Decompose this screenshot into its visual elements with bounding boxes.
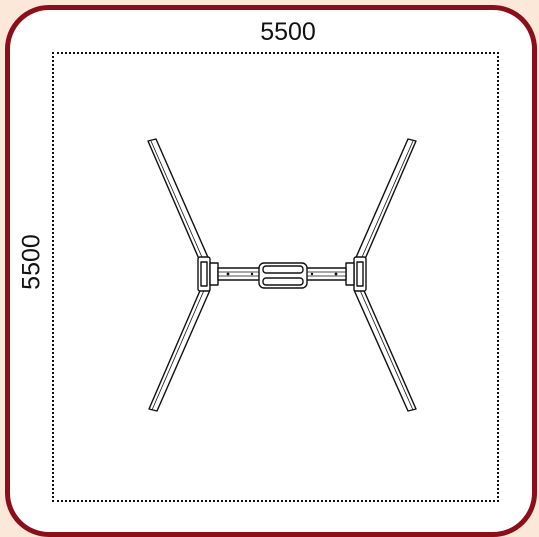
leg-lower-left <box>148 285 211 412</box>
center-bracket <box>258 262 308 289</box>
footprint-dotted-outline <box>52 52 499 502</box>
leg-upper-left <box>147 138 211 267</box>
leg-upper-right <box>353 138 417 267</box>
hub-left <box>197 256 219 292</box>
hub-right <box>345 256 367 292</box>
leg-lower-right <box>353 285 417 412</box>
width-dimension-label: 5500 <box>260 18 316 46</box>
